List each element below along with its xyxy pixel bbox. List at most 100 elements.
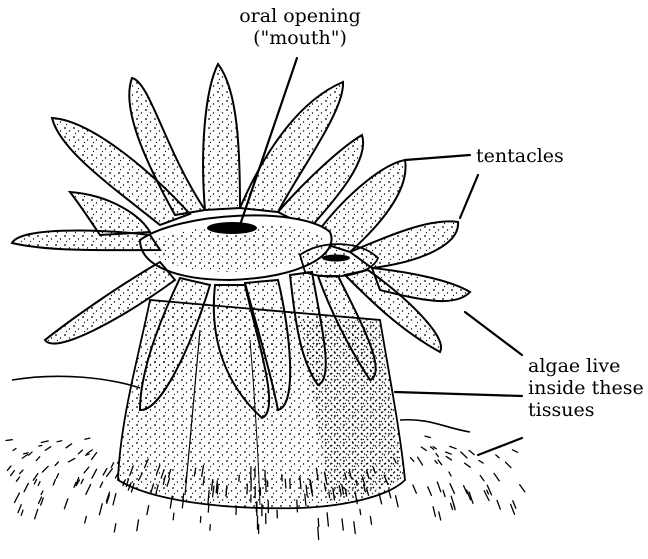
substrate-dash <box>45 447 51 451</box>
substrate-dash <box>480 476 484 481</box>
substrate-dash <box>13 449 16 451</box>
substrate-dash <box>327 513 328 526</box>
substrate-dash <box>22 455 27 459</box>
substrate-dash <box>469 450 474 454</box>
substrate-dash <box>18 505 21 513</box>
substrate-dash <box>465 463 471 467</box>
substrate-dash <box>20 470 23 473</box>
substrate-dash <box>396 496 399 507</box>
substrate-dash <box>318 518 319 526</box>
oral-opening-label-line2: ("mouth") <box>200 27 400 49</box>
substrate-dash <box>342 519 343 530</box>
substrate-dash <box>15 493 20 502</box>
substrate-dash <box>411 458 414 462</box>
substrate-dash <box>137 520 139 531</box>
substrate-dash <box>425 436 430 437</box>
substrate-dash <box>147 506 149 515</box>
substrate-dash <box>39 446 42 447</box>
substrate-dash <box>29 452 32 455</box>
algae-leader-line-top <box>465 312 522 355</box>
substrate-dash <box>479 461 483 464</box>
substrate-dash <box>55 462 58 466</box>
tentacles-leader-line-bottom <box>460 175 478 218</box>
mouth-opening <box>207 222 257 234</box>
substrate-dash <box>53 480 55 486</box>
substrate-dash <box>85 438 90 439</box>
substrate-dash <box>438 460 442 465</box>
substrate-dash <box>24 453 29 454</box>
substrate-dash <box>487 490 489 494</box>
substrate-dash <box>87 450 92 454</box>
substrate-dash <box>41 491 43 495</box>
substrate-dash <box>446 452 452 454</box>
substrate-dash <box>78 450 82 454</box>
substrate-dash <box>107 469 113 477</box>
substrate-dash <box>21 510 23 515</box>
substrate-outline-right <box>400 420 470 432</box>
substrate-dash <box>497 500 500 509</box>
substrate-dash <box>494 473 499 481</box>
algae-leader-line-middle <box>395 392 522 396</box>
substrate-dash <box>66 444 72 448</box>
substrate-dash <box>370 517 371 525</box>
substrate-outline <box>12 376 140 388</box>
substrate-dash <box>99 504 102 515</box>
substrate-dash <box>69 459 75 462</box>
substrate-dash <box>35 509 38 518</box>
substrate-dash <box>451 504 453 510</box>
substrate-dash <box>7 466 11 471</box>
substrate-dash <box>16 477 19 481</box>
substrate-dash <box>43 466 49 472</box>
algae-label-line1: algae live <box>528 355 644 377</box>
substrate-dash <box>85 516 87 523</box>
substrate-dash <box>57 441 62 442</box>
algae-label-line2: inside these <box>528 377 644 399</box>
substrate-dash <box>433 507 435 517</box>
substrate-dash <box>24 483 28 491</box>
substrate-dash <box>436 454 438 457</box>
substrate-dash <box>64 499 67 509</box>
substrate-dash <box>439 512 441 520</box>
substrate-dash <box>173 513 174 520</box>
substrate-dash <box>360 509 361 514</box>
substrate-dash <box>111 463 113 468</box>
substrate-dash <box>512 450 517 453</box>
substrate-dash <box>428 487 432 496</box>
substrate-dash <box>6 440 12 441</box>
substrate-dash <box>418 457 423 465</box>
substrate-dash <box>511 504 515 514</box>
oral-opening-label: oral opening ("mouth") <box>200 5 400 49</box>
substrate-dash <box>103 469 107 476</box>
tentacles-label: tentacles <box>476 145 564 167</box>
substrate-dash <box>36 457 39 461</box>
substrate-dash <box>513 501 516 509</box>
algae-label: algae live inside these tissues <box>528 355 644 421</box>
substrate-dash <box>437 482 441 492</box>
substrate-dash <box>56 474 58 479</box>
substrate-dash <box>92 453 97 460</box>
oral-opening-label-line1: oral opening <box>200 5 400 27</box>
tentacles-leader-line-top <box>405 155 470 160</box>
substrate-dash <box>86 485 91 495</box>
algae-leader-line-bottom <box>478 438 522 455</box>
tentacle <box>203 64 240 210</box>
substrate-dash <box>413 485 417 493</box>
substrate-dash <box>34 479 36 484</box>
substrate-dash <box>81 479 83 483</box>
substrate-dash <box>318 527 319 539</box>
second-mouth <box>322 255 350 262</box>
substrate-dash <box>454 504 456 510</box>
substrate-dash <box>450 484 454 494</box>
substrate-dash <box>38 482 40 486</box>
substrate-dash <box>433 447 436 449</box>
algae-label-line3: tissues <box>528 399 644 421</box>
substrate-dash <box>74 483 76 488</box>
substrate-dash <box>92 469 97 478</box>
substrate-dash <box>496 455 499 458</box>
substrate-dash <box>450 446 456 448</box>
substrate-dash <box>113 494 116 505</box>
substrate-dash <box>446 456 451 460</box>
substrate-dash <box>354 522 356 534</box>
